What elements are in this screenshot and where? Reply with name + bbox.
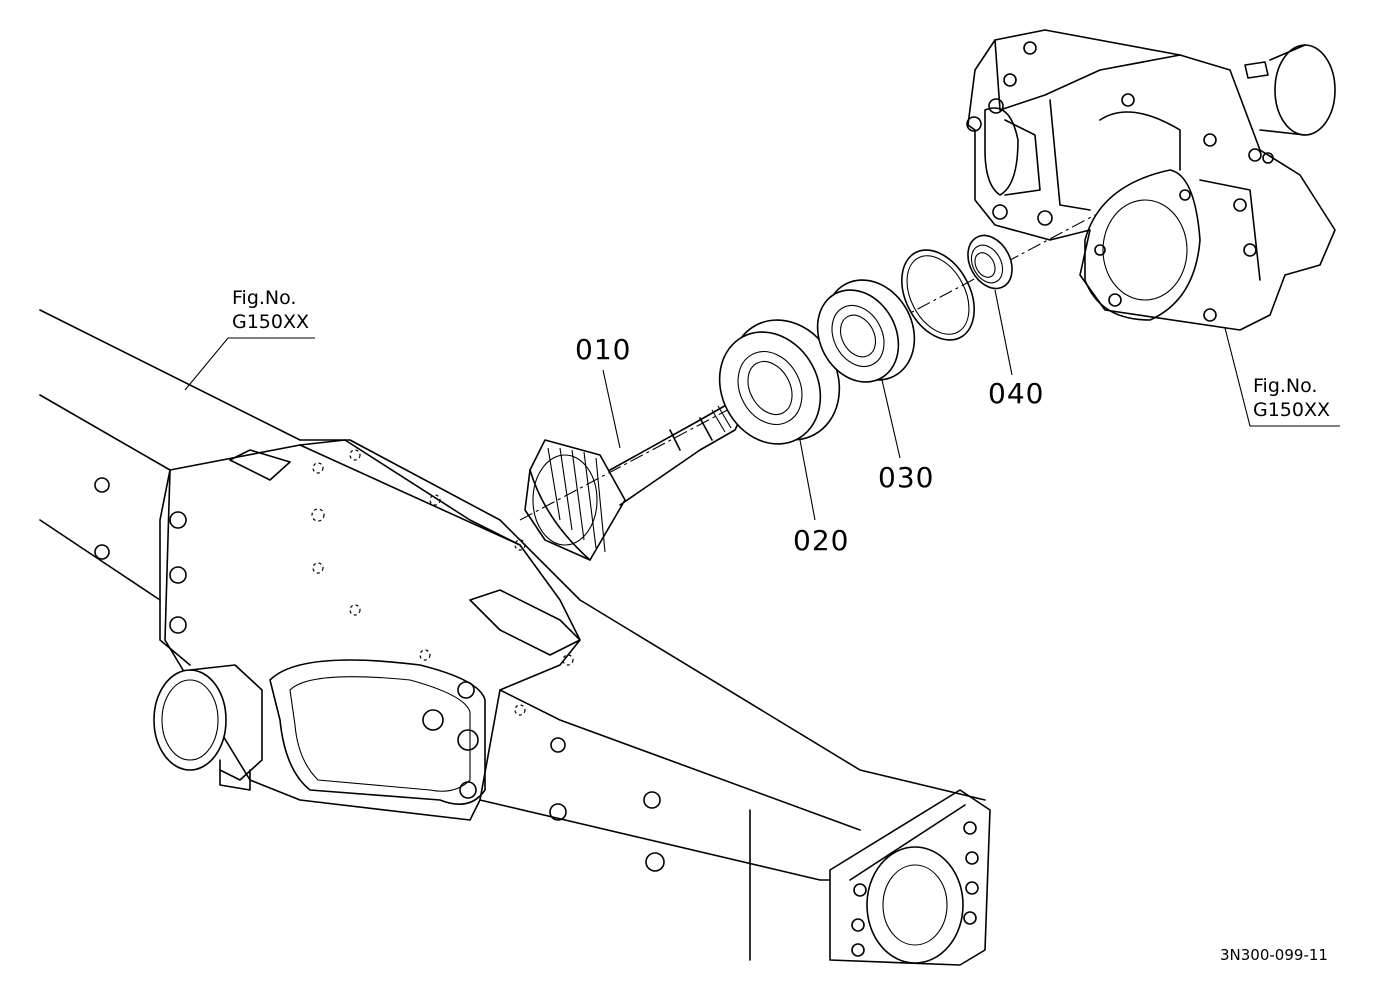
part-label-020: 020 (793, 524, 850, 557)
part-label-010: 010 (575, 333, 632, 366)
figure-ref-code: G150XX (232, 311, 310, 333)
leader-lines (184, 289, 1340, 521)
part-label-030: 030 (878, 461, 935, 494)
gear-case (966, 29, 1336, 331)
drawing-code: 3N300-099-11 (1220, 946, 1328, 964)
bearing-030 (816, 279, 916, 383)
bevel-pinion-shaft (524, 399, 743, 561)
axle-housing (39, 309, 991, 966)
figure-ref-right: Fig.No. G150XX (1253, 374, 1330, 422)
shim-ring (901, 249, 975, 341)
part-label-040: 040 (988, 377, 1045, 410)
figure-ref-code: G150XX (1253, 399, 1331, 421)
figure-ref-left: Fig.No. G150XX (232, 286, 309, 334)
bearing-020 (718, 319, 841, 445)
figure-ref-prefix: Fig.No. (232, 287, 297, 309)
oil-seal-040 (967, 234, 1013, 290)
figure-ref-prefix: Fig.No. (1253, 375, 1318, 397)
